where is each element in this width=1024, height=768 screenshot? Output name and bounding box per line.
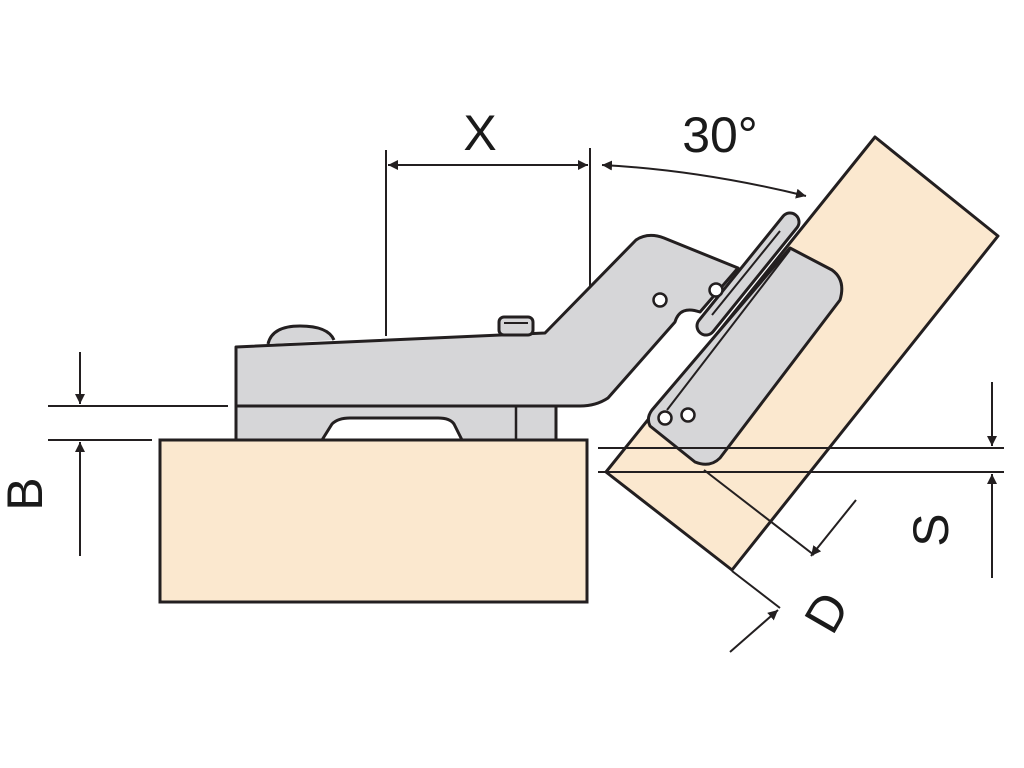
label-x: X [463,105,496,161]
dimension-d [703,469,857,653]
dimension-b [48,352,228,556]
angle-arc [601,160,807,199]
dimension-x [385,148,591,336]
cabinet-panel [158,438,589,604]
rivets [652,282,724,426]
adjustment-screw [497,315,535,337]
mounting-plate [234,404,558,442]
hinge-arm [234,233,740,408]
screw-head-left [266,324,336,345]
label-d: D [794,583,861,642]
door-panel [604,135,1000,572]
hinge-cup [646,246,844,466]
dimension-s [598,382,1004,578]
cup-edge-line [666,249,791,411]
label-angle: 30° [682,107,758,163]
label-b: B [0,477,53,510]
label-s: S [903,513,959,546]
hinge-link [695,211,801,337]
